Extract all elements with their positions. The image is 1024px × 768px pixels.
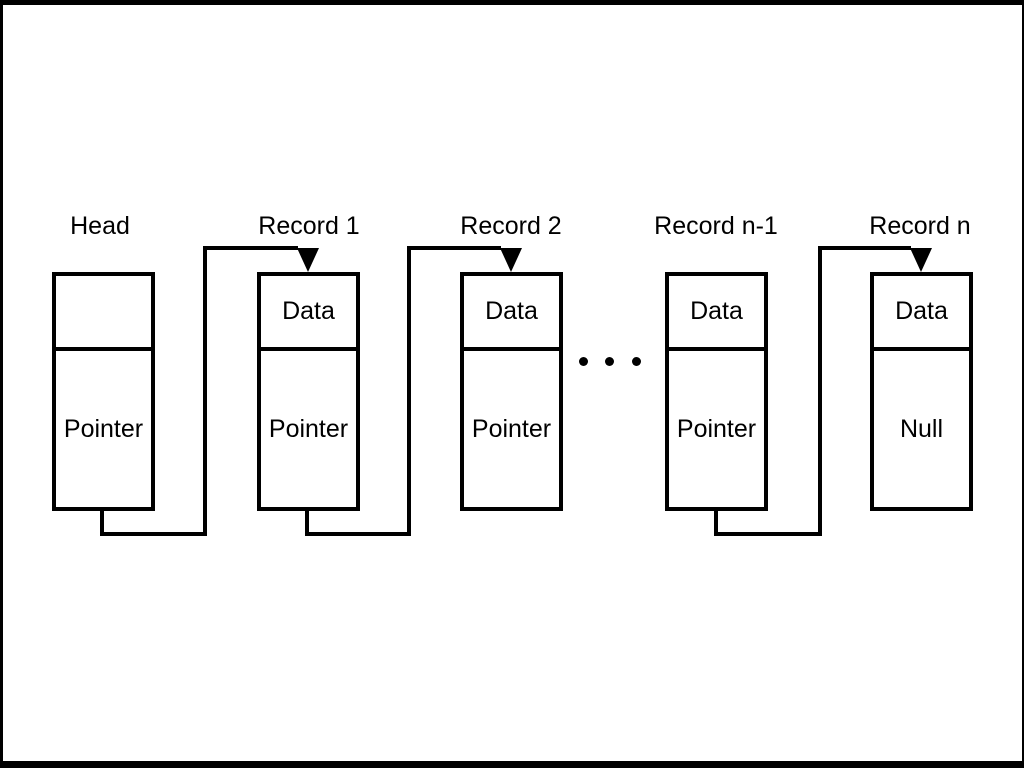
node-label-record-n: Record n (869, 212, 971, 240)
connector-rn1-rn-segment (714, 532, 822, 536)
connector-r1-r2-segment (407, 246, 411, 536)
ellipsis-dot (579, 357, 588, 366)
record-n-data-cell: Data (874, 276, 969, 351)
record-2-data-cell: Data (464, 276, 559, 351)
connector-rn1-rn-segment (818, 246, 822, 536)
node-label-head: Head (70, 212, 130, 240)
connector-rn1-rn-segment (714, 509, 718, 536)
connector-head-r1-segment (203, 246, 298, 250)
record-n-1-data-cell: Data (669, 276, 764, 351)
node-label-record-1: Record 1 (258, 212, 360, 240)
record-n-1-pointer-cell: Pointer (676, 414, 757, 443)
record-1-pointer-cell: Pointer (268, 414, 349, 443)
node-label-record-2: Record 2 (460, 212, 562, 240)
connector-r1-r2-segment (407, 246, 501, 250)
connector-rn1-rn-segment (818, 246, 911, 250)
record-2-box: Data Pointer (460, 272, 563, 511)
arrowhead-icon (297, 248, 319, 272)
record-2-pointer-cell: Pointer (471, 414, 552, 443)
record-n-1-box: Data Pointer (665, 272, 768, 511)
connector-r1-r2-segment (305, 532, 411, 536)
arrowhead-icon (910, 248, 932, 272)
connector-head-r1-segment (203, 246, 207, 536)
ellipsis-dot (605, 357, 614, 366)
head-box: Pointer (52, 272, 155, 511)
arrowhead-icon (500, 248, 522, 272)
record-n-null-cell: Null (899, 414, 944, 443)
connector-head-r1-segment (100, 532, 207, 536)
connector-head-r1-segment (100, 509, 104, 536)
record-n-box: Data Null (870, 272, 973, 511)
head-pointer-cell: Pointer (63, 414, 144, 443)
ellipsis-dot (632, 357, 641, 366)
node-label-record-n-1: Record n-1 (654, 212, 778, 240)
record-1-box: Data Pointer (257, 272, 360, 511)
connector-r1-r2-segment (305, 509, 309, 536)
head-empty-cell (56, 276, 151, 351)
record-1-data-cell: Data (261, 276, 356, 351)
